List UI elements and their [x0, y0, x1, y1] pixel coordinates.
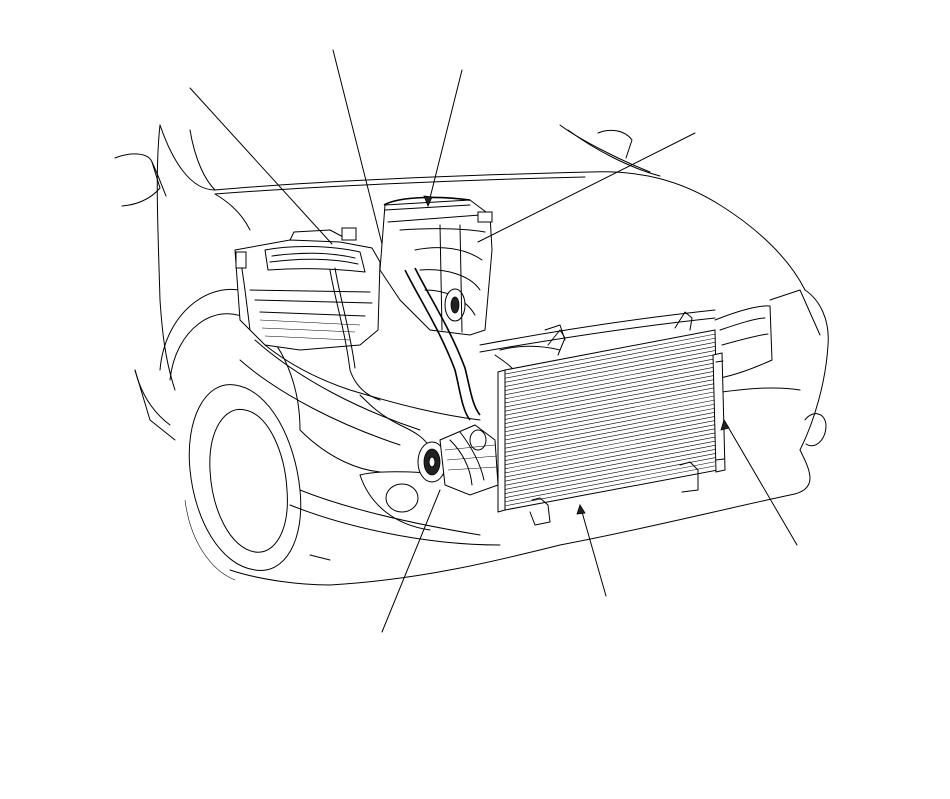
compressor — [417, 424, 499, 496]
receiver-dryer — [712, 352, 726, 473]
condenser-fin — [504, 342, 716, 383]
leader-blower-unit — [427, 69, 463, 207]
condenser-fin — [504, 428, 716, 470]
leader-ac-filter — [477, 132, 696, 243]
condenser-fin — [504, 424, 716, 466]
condenser-fin — [504, 395, 716, 437]
condenser-fin — [504, 333, 716, 375]
condenser-fins — [504, 333, 716, 507]
blower-unit — [379, 196, 493, 336]
condenser-fin — [504, 350, 716, 391]
condenser-fin — [504, 403, 716, 445]
callout-leaders — [189, 49, 798, 633]
condenser-fin — [504, 457, 716, 498]
callout-arrowheads — [423, 195, 730, 515]
condenser-fin — [504, 354, 716, 396]
leader-evaporator — [332, 49, 383, 245]
condenser-fin — [504, 416, 716, 457]
leader-condenser — [579, 504, 607, 597]
condenser-fin — [504, 420, 716, 461]
condenser-fin — [504, 436, 716, 478]
refrigerant-lines — [264, 267, 566, 449]
leader-receiver-dryer — [723, 419, 798, 546]
condenser-fin — [504, 444, 716, 486]
condenser-fin — [504, 346, 716, 387]
condenser-fin — [504, 362, 716, 404]
condenser-fin — [504, 370, 716, 412]
condenser-fin — [504, 453, 716, 494]
condenser-fin — [504, 465, 716, 507]
condenser-fin — [504, 391, 716, 433]
condenser-fin — [504, 399, 716, 441]
condenser-fin — [504, 440, 716, 482]
condenser-fin — [504, 407, 716, 449]
condenser-fin — [504, 379, 716, 420]
condenser-fin — [504, 449, 716, 490]
condenser-fin — [504, 366, 716, 408]
condenser-fin — [504, 412, 716, 453]
leader-compressor — [381, 489, 441, 633]
condenser-fin — [504, 358, 716, 400]
heater-unit — [234, 227, 381, 351]
condenser-fin — [504, 374, 716, 416]
leader-heater-unit — [189, 87, 333, 245]
condenser-fin — [504, 383, 716, 424]
condenser-fin — [504, 461, 716, 503]
condenser-fin — [504, 432, 716, 474]
condenser-fin — [504, 337, 716, 379]
condenser-fin — [504, 387, 716, 428]
condenser — [497, 311, 719, 526]
car-body-outline — [114, 124, 829, 586]
